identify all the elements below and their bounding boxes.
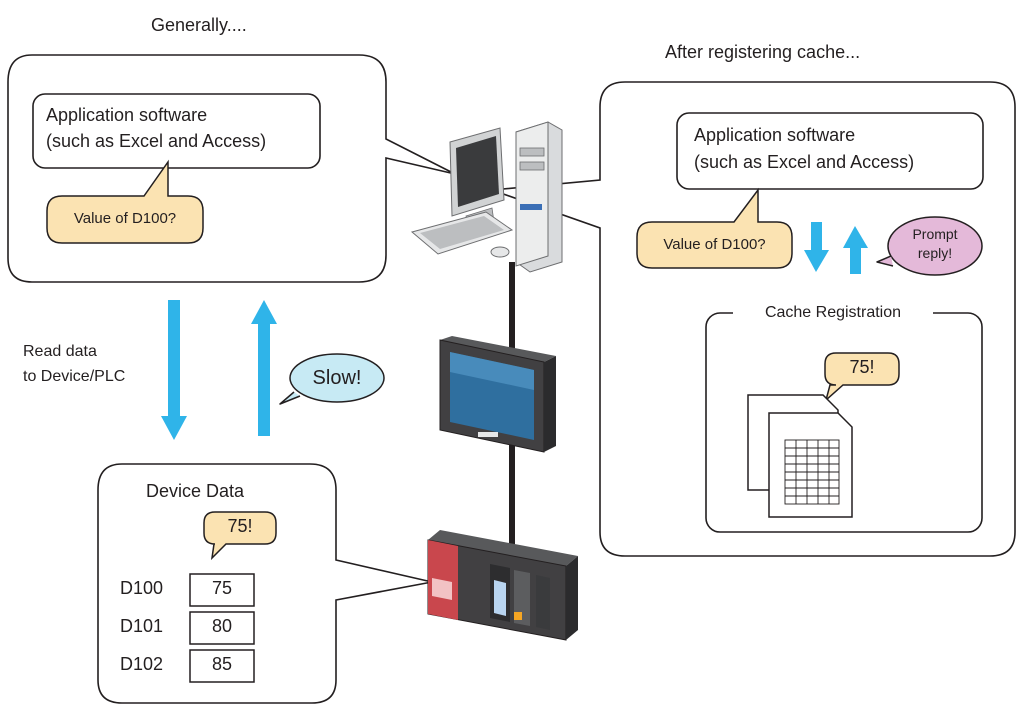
cache-reply-text: 75! bbox=[849, 357, 875, 377]
device-reply-bubble bbox=[203, 511, 277, 561]
up-arrow-icon bbox=[843, 226, 868, 248]
device-value-d101: 80 bbox=[211, 616, 233, 636]
down-arrow-icon bbox=[804, 250, 829, 272]
right-app-software-line2: (such as Excel and Access) bbox=[694, 152, 915, 172]
right-query-text: Value of D100? bbox=[663, 236, 766, 253]
left-app-panel bbox=[7, 54, 456, 283]
slow-bubble bbox=[289, 353, 385, 403]
right-query-bubble bbox=[636, 187, 793, 269]
cache-reply-bubble bbox=[824, 352, 900, 403]
down-arrow-icon bbox=[161, 416, 187, 440]
read-data-label-line1: Read data bbox=[23, 343, 97, 360]
prompt-text-line1: Prompt bbox=[912, 226, 958, 242]
right-app-software-line1: Application software bbox=[694, 125, 856, 145]
right-app-software-box bbox=[676, 112, 984, 190]
device-value-d102: 85 bbox=[211, 654, 233, 674]
left-app-software-line2: (such as Excel and Access) bbox=[46, 131, 267, 151]
device-data-panel bbox=[97, 463, 433, 704]
left-query-text: Value of D100? bbox=[73, 210, 177, 227]
device-address-d102: D102 bbox=[120, 654, 164, 674]
document-stack-icon bbox=[747, 394, 853, 518]
device-address-d101: D101 bbox=[120, 616, 164, 636]
device-value-d100: 75 bbox=[211, 578, 233, 598]
device-reply-text: 75! bbox=[227, 516, 253, 536]
cache-registration-title: Cache Registration bbox=[764, 304, 902, 321]
prompt-reply-bubble bbox=[887, 216, 983, 276]
device-address-d100: D100 bbox=[120, 578, 164, 598]
right-heading: After registering cache... bbox=[665, 42, 861, 62]
left-arrows bbox=[161, 300, 277, 440]
up-arrow-icon bbox=[251, 300, 277, 324]
left-app-software-line1: Application software bbox=[46, 105, 208, 125]
pc-icon bbox=[410, 121, 563, 273]
left-query-bubble bbox=[46, 159, 204, 244]
right-app-panel bbox=[491, 81, 1016, 557]
prompt-text-line2: reply! bbox=[917, 245, 953, 261]
plc-icon bbox=[427, 530, 578, 641]
left-heading: Generally.... bbox=[151, 15, 247, 35]
device-data-title: Device Data bbox=[146, 481, 245, 501]
touch-panel-icon bbox=[439, 336, 556, 453]
read-data-label-line2: to Device/PLC bbox=[23, 368, 126, 385]
left-app-software-box bbox=[32, 93, 321, 169]
slow-text: Slow! bbox=[312, 367, 362, 389]
